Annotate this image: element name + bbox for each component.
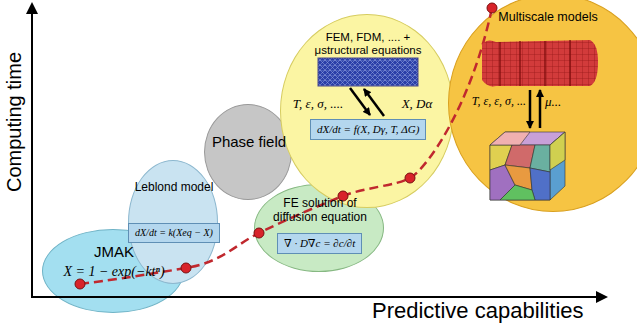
trend-curve — [80, 8, 492, 284]
formula-text: dX/dt = k(Xeq − X) — [135, 227, 213, 239]
method-title: Phase field — [209, 133, 289, 150]
fem-mesh-image — [318, 58, 418, 86]
cube-front — [490, 145, 550, 200]
formula-box: dX/dt = f(X, Dγ, T, ΔG) — [310, 119, 426, 140]
grain-cube — [490, 132, 565, 200]
mesh-strip — [318, 58, 418, 86]
variable-text: T, ε, σ, .... — [287, 97, 349, 112]
variable-text: X = 1 − exp(−ktⁿ) — [43, 264, 185, 280]
coupling-arrow — [364, 89, 384, 116]
component-mesh-image — [482, 40, 598, 86]
formula-text: ∇ · D∇c = ∂c/∂t — [284, 237, 355, 250]
method-title: JMAK — [43, 243, 185, 260]
axis-arrowhead — [26, 2, 38, 14]
axis-title: Predictive capabilities — [372, 299, 584, 323]
scale-arrow — [539, 90, 542, 128]
formula-box: ∇ · D∇c = ∂c/∂t — [277, 233, 362, 254]
formula-text: dX/dt = f(X, Dγ, T, ΔG) — [317, 123, 419, 136]
variable-text: T, ε, ε, σ, ... — [451, 95, 526, 109]
cube-side — [550, 132, 565, 200]
data-point — [487, 3, 497, 13]
mesh-grid — [318, 58, 418, 86]
data-point — [75, 279, 85, 289]
method-title: Leblond model — [134, 181, 214, 195]
y-axis — [31, 10, 33, 298]
method-title: FEM, FDM, .... + μstructural equations — [303, 31, 433, 57]
grain — [500, 185, 535, 200]
grain — [530, 145, 550, 172]
scale-arrow — [529, 90, 532, 128]
mesh-ribs — [500, 40, 570, 86]
grain — [490, 132, 530, 145]
formula-box: dX/dt = k(Xeq − X) — [128, 223, 220, 243]
variable-text: X, Dα — [391, 97, 443, 112]
data-points — [75, 3, 497, 289]
method-ellipse: FE solution of diffusion equation ∇ · D∇c… — [254, 184, 384, 272]
variable-text: μ... — [545, 95, 585, 110]
grain — [550, 132, 565, 170]
data-point — [338, 191, 348, 201]
data-point — [181, 263, 191, 273]
mesh-grid — [482, 40, 598, 86]
x-axis — [31, 296, 600, 298]
method-title: FE solution of diffusion equation — [265, 197, 375, 225]
mesh-outline — [318, 58, 418, 86]
mesh-part — [482, 40, 598, 86]
method-title: Multiscale models — [493, 10, 603, 24]
axis-arrowhead — [596, 291, 608, 303]
method-circle: Phase field — [204, 104, 292, 200]
data-point — [405, 173, 415, 183]
data-point — [254, 228, 264, 238]
axis-title: Computing time — [3, 37, 25, 207]
